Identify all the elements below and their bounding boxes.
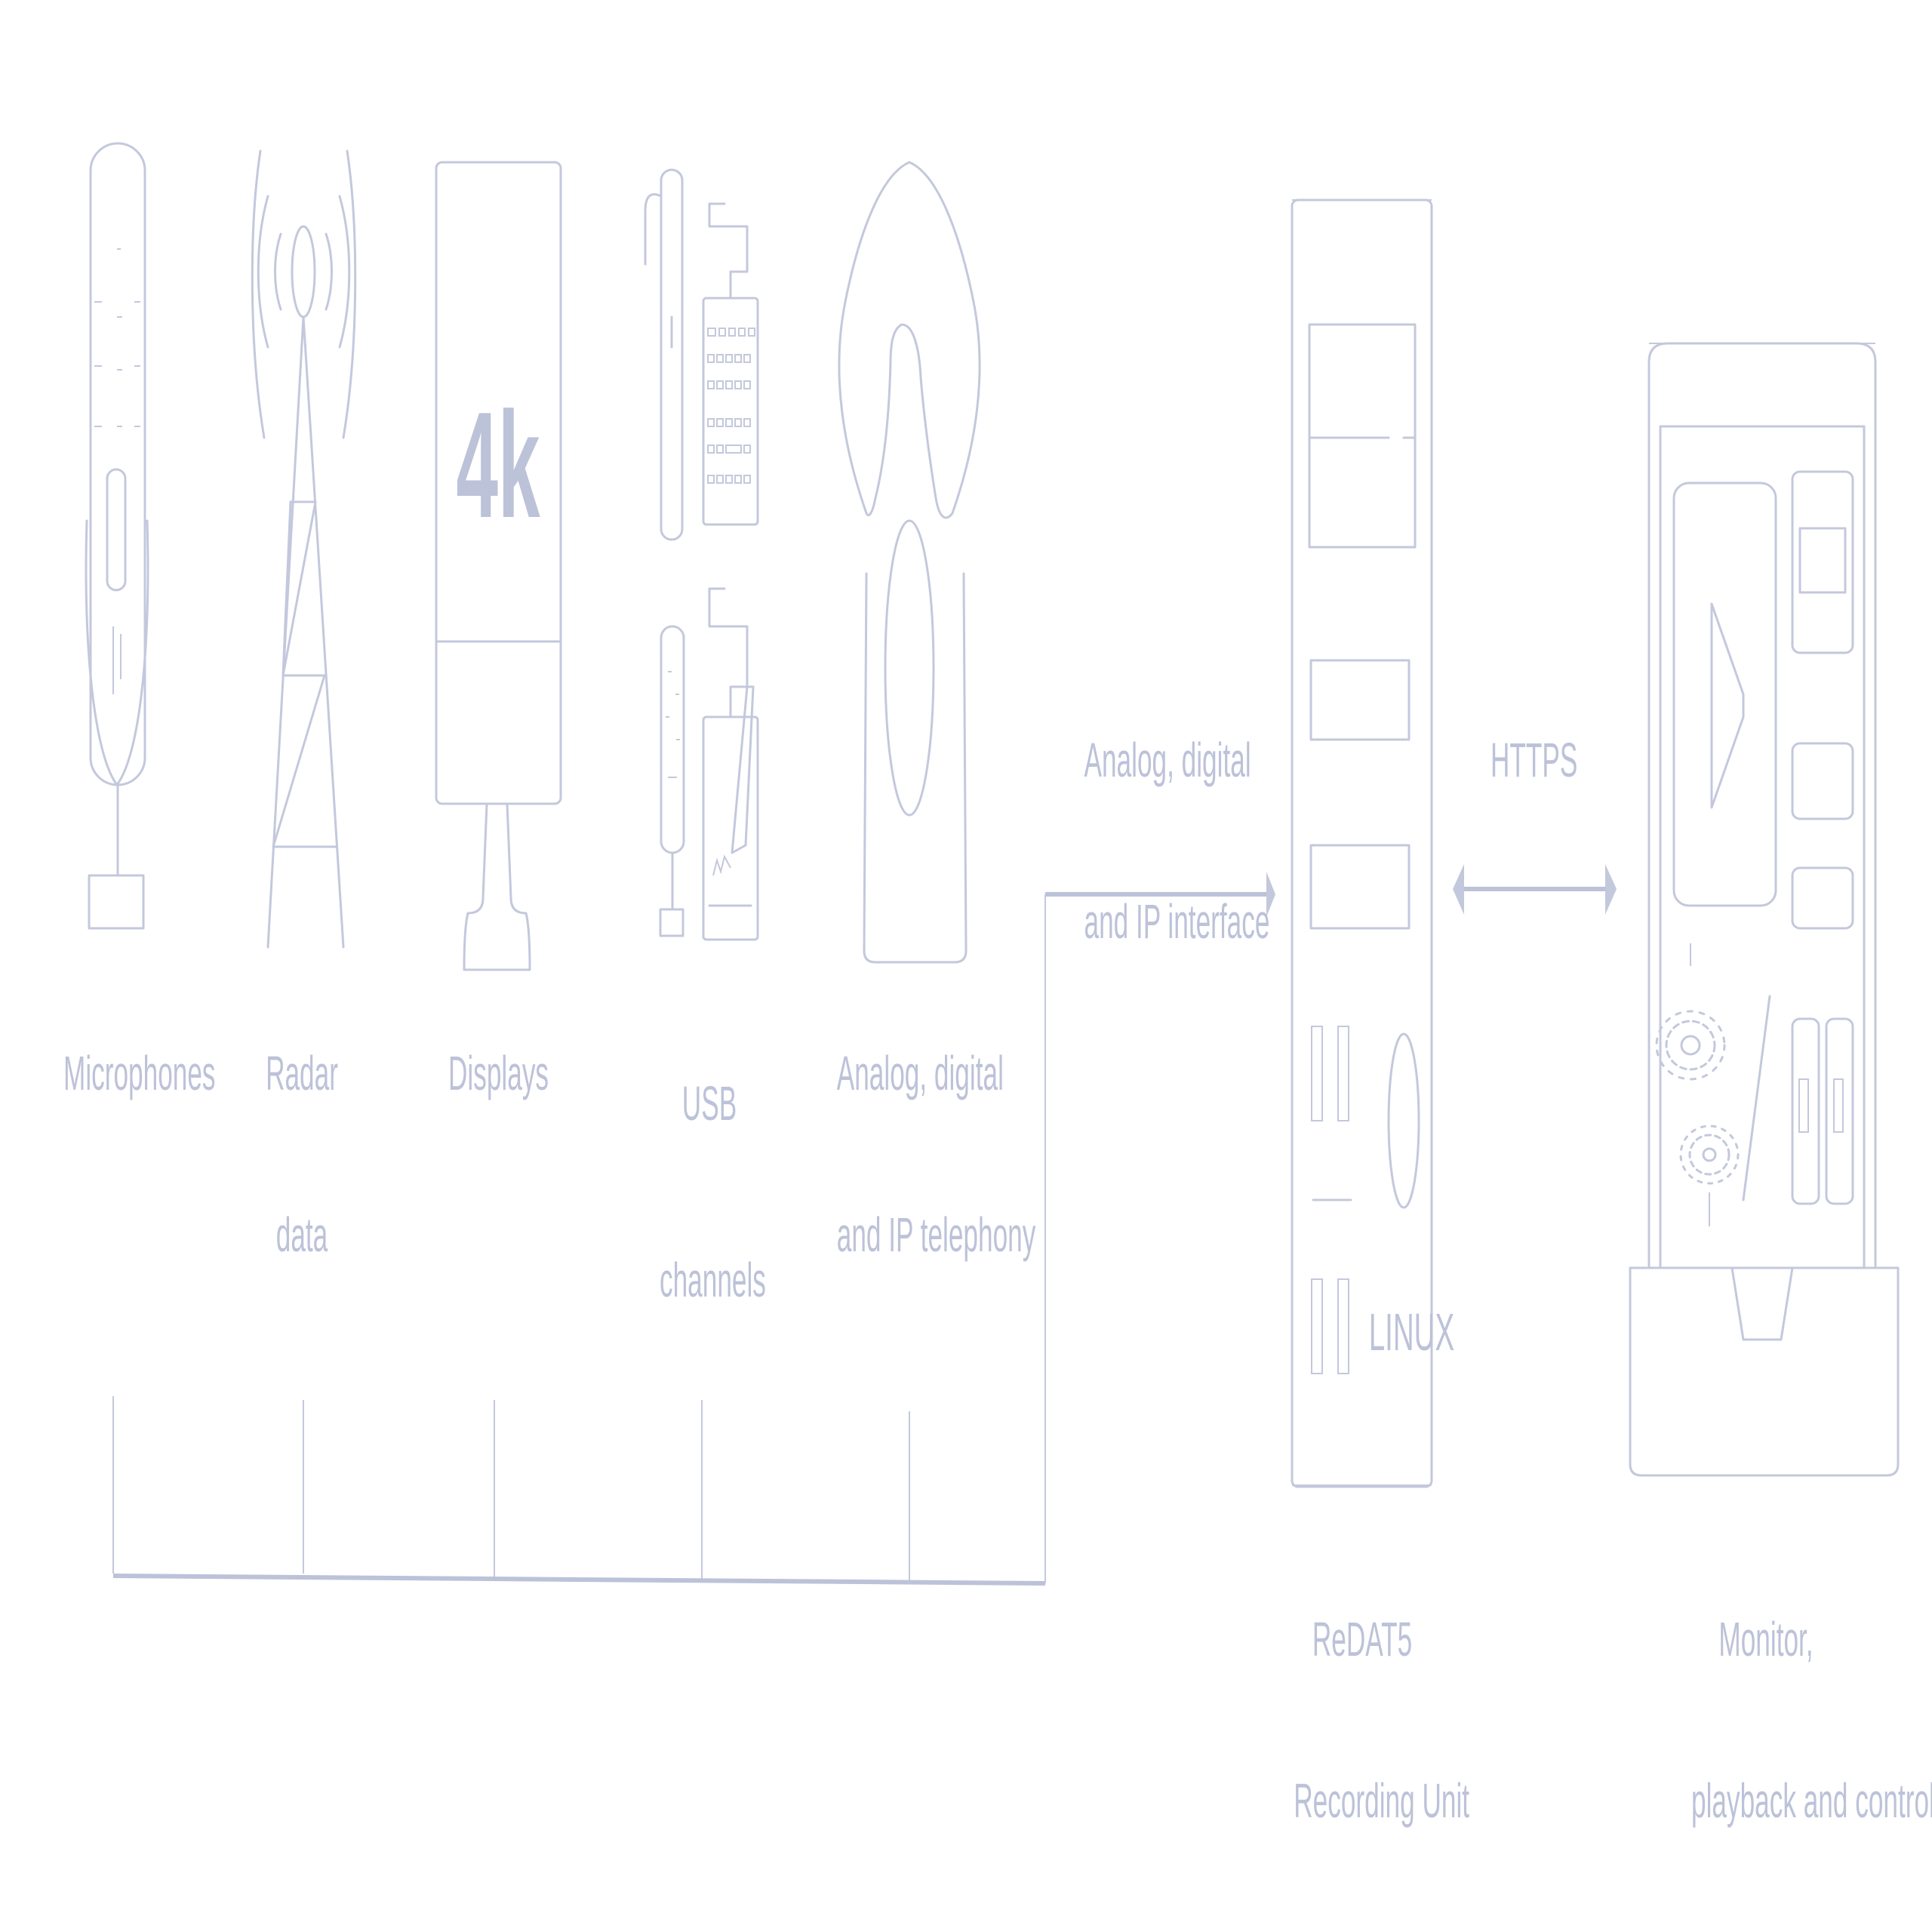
- https-label: HTTPS: [1491, 733, 1578, 787]
- input-link-label: Analog, digital and IP interface: [1084, 733, 1270, 949]
- recorder-label: ReDAT5 Recording Unit: [1294, 1612, 1470, 1828]
- laptop-icon: [1629, 342, 1900, 1477]
- usb-label: USB channels: [660, 1076, 766, 1307]
- https-arrow: [1453, 864, 1617, 915]
- gear-icon: [1655, 943, 1740, 1226]
- microphones-label: Microphones: [63, 1046, 216, 1100]
- server-icon: [1291, 198, 1433, 1488]
- usb-devices-icon: [644, 168, 759, 941]
- source-bus: [112, 894, 1046, 1586]
- telephony-label: Analog, digital and IP telephony: [836, 1046, 1036, 1262]
- client-label: Monitor, playback and control: [1691, 1612, 1932, 1828]
- displays-label: Displays: [448, 1046, 549, 1100]
- linux-label: LINUX: [1368, 1303, 1455, 1361]
- input-arrow: [1045, 872, 1275, 917]
- radar-tower-icon: [251, 149, 357, 949]
- display-badge: 4k: [456, 380, 540, 549]
- play-icon: [1710, 602, 1745, 809]
- radar-label: Radar data: [266, 1046, 338, 1262]
- microphone-icon: [85, 142, 149, 930]
- display-icon: 4k: [435, 161, 562, 971]
- telephone-icon: [838, 161, 981, 964]
